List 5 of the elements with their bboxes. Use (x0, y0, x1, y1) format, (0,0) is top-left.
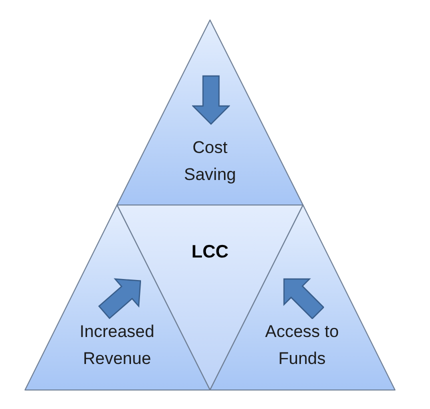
node-label: Increased Revenue (78, 321, 156, 370)
triangle-segment (117, 20, 303, 205)
node-label: Cost Saving (183, 137, 237, 186)
node-label: LCC (190, 240, 230, 264)
node-label: Access to Funds (264, 321, 340, 370)
